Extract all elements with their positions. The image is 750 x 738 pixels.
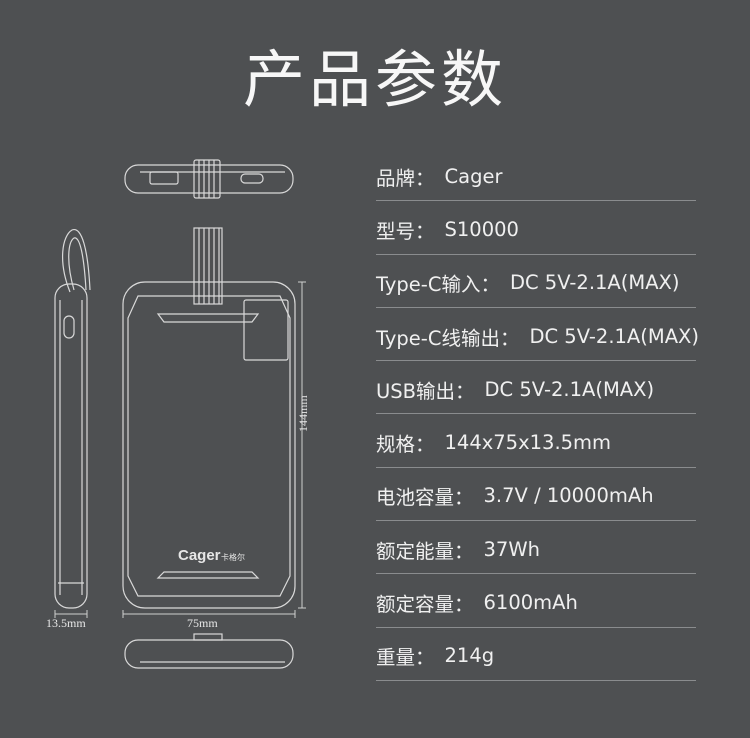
spec-value: S10000: [444, 217, 519, 241]
side-view: [54, 229, 91, 609]
spec-value: DC 5V-2.1A(MAX): [529, 324, 700, 348]
spec-label: Type-C输入：: [376, 273, 500, 297]
spec-value: 214g: [444, 644, 495, 668]
spec-value: 3.7V / 10000mAh: [483, 484, 654, 508]
device-logo: Cager 卡格尔: [178, 547, 245, 564]
spec-label: Type-C线输出：: [376, 326, 520, 350]
spec-row-rated-capacity: 额定容量： 6100mAh: [376, 574, 696, 628]
spec-list: 品牌： Cager 型号： S10000 Type-C输入： DC 5V-2.1…: [376, 148, 700, 681]
spec-label: 电池容量：: [376, 486, 474, 510]
front-view: [122, 227, 296, 609]
spec-label: 品牌：: [376, 166, 435, 190]
spec-row-battery-capacity: 电池容量： 3.7V / 10000mAh: [376, 468, 696, 522]
spec-row-usb-output: USB输出： DC 5V-2.1A(MAX): [376, 361, 696, 415]
spec-row-typec-cable-output: Type-C线输出： DC 5V-2.1A(MAX): [376, 308, 700, 362]
width-dimension-label: 75mm: [187, 616, 218, 630]
spec-value: Cager: [444, 164, 503, 188]
svg-text:Cager: Cager: [178, 547, 221, 564]
spec-value: 144x75x13.5mm: [444, 431, 612, 455]
spec-value: DC 5V-2.1A(MAX): [484, 377, 655, 401]
spec-label: USB输出：: [376, 379, 475, 403]
spec-row-weight: 重量： 214g: [376, 628, 696, 681]
spec-row-typec-input: Type-C输入： DC 5V-2.1A(MAX): [376, 255, 696, 308]
spec-row-rated-energy: 额定能量： 37Wh: [376, 521, 696, 575]
spec-label: 型号：: [376, 219, 435, 243]
spec-row-brand: 品牌： Cager: [376, 148, 696, 202]
depth-dimension-label: 13.5mm: [46, 616, 86, 630]
spec-value: 37Wh: [483, 537, 540, 561]
spec-label: 额定容量：: [376, 593, 474, 617]
spec-value: 6100mAh: [483, 591, 578, 615]
spec-row-size: 规格： 144x75x13.5mm: [376, 414, 696, 468]
svg-text:卡格尔: 卡格尔: [221, 552, 245, 562]
spec-label: 额定能量：: [376, 539, 474, 563]
spec-value: DC 5V-2.1A(MAX): [509, 271, 680, 295]
bottom-view: [124, 633, 294, 669]
spec-label: 重量：: [376, 646, 435, 670]
spec-row-model: 型号： S10000: [376, 201, 696, 255]
top-view: [124, 159, 294, 199]
height-dimension-label: 144mm: [296, 395, 310, 432]
spec-label: 规格：: [376, 433, 435, 457]
page-title: 产品参数: [242, 43, 507, 116]
